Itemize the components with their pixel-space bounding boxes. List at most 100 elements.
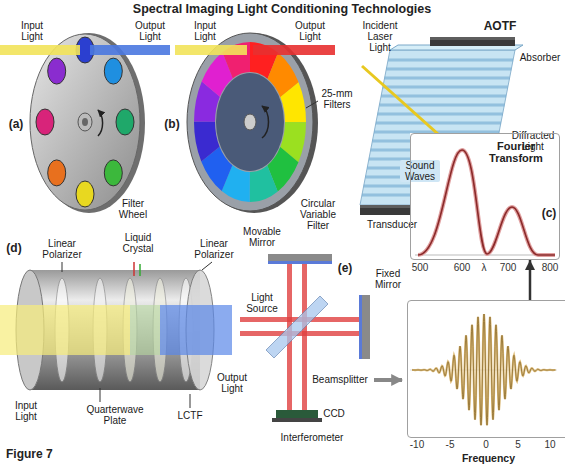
circular-variable-filter (205, 57, 296, 187)
filter-wheel (76, 181, 94, 207)
absorber-block (430, 37, 515, 46)
interferogram-plot (407, 300, 560, 438)
part-label: Beamsplitter (312, 374, 368, 385)
part-label: CCD (323, 408, 345, 419)
axis-tick: 800 (542, 262, 559, 273)
part-label: Light Source (240, 292, 284, 314)
light-beam (0, 45, 170, 55)
circular-variable-filter (205, 57, 296, 187)
part-label: Output Light (212, 372, 252, 394)
fixed-mirror (362, 295, 370, 359)
plot-title: Fourier Transform (479, 140, 553, 164)
control-wire (139, 264, 141, 276)
filter-wheel (78, 113, 92, 131)
part-label: Output Light (290, 20, 330, 42)
panel-tag: (c) (542, 207, 557, 220)
circular-variable-filter (187, 33, 318, 213)
part-label: Output Light (130, 20, 170, 42)
axis-title: Frequency (408, 452, 565, 464)
leader-line (62, 262, 212, 408)
circular-variable-filter (205, 57, 296, 187)
part-label: Input Light (14, 20, 50, 42)
axis-tick: 0 (483, 439, 489, 450)
absorber-block (430, 37, 515, 40)
light-beam (160, 305, 232, 355)
laser-beam (302, 264, 307, 410)
circular-variable-filter (205, 57, 296, 187)
ccd-detector (272, 418, 322, 422)
panel-tag: (a) (9, 118, 24, 131)
part-label: Absorber (520, 52, 561, 63)
movable-mirror (268, 261, 332, 264)
fixed-mirror (359, 295, 370, 359)
plot-panel: Fourier Transform (410, 133, 560, 260)
filter-wheel (48, 160, 66, 186)
part-label: Fixed Mirror (370, 268, 406, 290)
light-beam (253, 45, 335, 55)
panel-tag: (d) (6, 242, 21, 255)
movable-mirror (268, 254, 332, 264)
light-beam (175, 45, 335, 55)
movable-mirror (268, 254, 332, 261)
part-label: Quarterwave Plate (82, 404, 148, 426)
control-wire (133, 262, 135, 276)
circular-variable-filter (262, 106, 269, 138)
plot-panel: Frequency (407, 300, 565, 438)
circular-variable-filter (244, 114, 256, 130)
part-label: Incident Laser Light (360, 20, 400, 53)
filter-wheel (36, 109, 54, 135)
spectrum-plot (410, 133, 560, 260)
axis-tick: 700 (500, 262, 517, 273)
filter-wheel (98, 110, 103, 136)
part-label: Input Light (8, 400, 44, 422)
filter-wheel (30, 33, 145, 213)
filter-wheel (48, 58, 66, 84)
interferogram-plot (407, 300, 560, 438)
panel-tag: (b) (164, 118, 179, 131)
axis-tick: 600 (454, 262, 471, 273)
circular-variable-filter (205, 57, 296, 187)
axis-tick: -5 (446, 439, 455, 450)
laser-beam (240, 264, 359, 410)
part-label: Liquid Crystal (117, 232, 159, 254)
part-label: Sound Waves (400, 160, 440, 182)
part-label: Linear Polarizer (190, 238, 238, 260)
axis-tick: 5 (515, 439, 521, 450)
interferogram-curve (412, 314, 556, 425)
panel-tag: (e) (338, 262, 353, 275)
part-label: Linear Polarizer (38, 238, 86, 260)
circular-variable-filter (205, 57, 296, 187)
axis-tick: 500 (412, 262, 429, 273)
circular-variable-filter (205, 57, 296, 187)
part-label: Filter Wheel (113, 198, 153, 220)
light-beam (0, 305, 130, 355)
flow-arrow (529, 260, 532, 300)
leader-line (306, 101, 318, 108)
part-label: LCTF (178, 410, 203, 421)
signal-arrow (374, 378, 402, 382)
ccd-detector (276, 410, 318, 418)
filter-wheel (82, 118, 88, 126)
axis-tick: -10 (410, 439, 424, 450)
light-beam (175, 45, 247, 55)
axis-tick: 10 (544, 439, 555, 450)
part-label: 25-mm Filters (315, 88, 359, 110)
circular-variable-filter (205, 57, 296, 187)
part-label: Movable Mirror (240, 226, 284, 248)
circular-variable-filter (205, 57, 296, 187)
filter-wheel (104, 160, 122, 186)
filter-wheel (116, 109, 134, 135)
circular-variable-filter (216, 73, 284, 171)
light-beam (130, 305, 160, 355)
light-beam (0, 45, 80, 55)
circular-variable-filter (205, 57, 296, 187)
circular-variable-filter (205, 57, 296, 187)
ccd-detector (272, 410, 322, 422)
part-label: Circular Variable Filter (294, 198, 342, 231)
absorber-block (430, 37, 515, 46)
part-label: Input Light (187, 20, 223, 42)
figure-title: Spectral Imaging Light Conditioning Tech… (133, 2, 431, 17)
part-label: Interferometer (281, 432, 344, 443)
